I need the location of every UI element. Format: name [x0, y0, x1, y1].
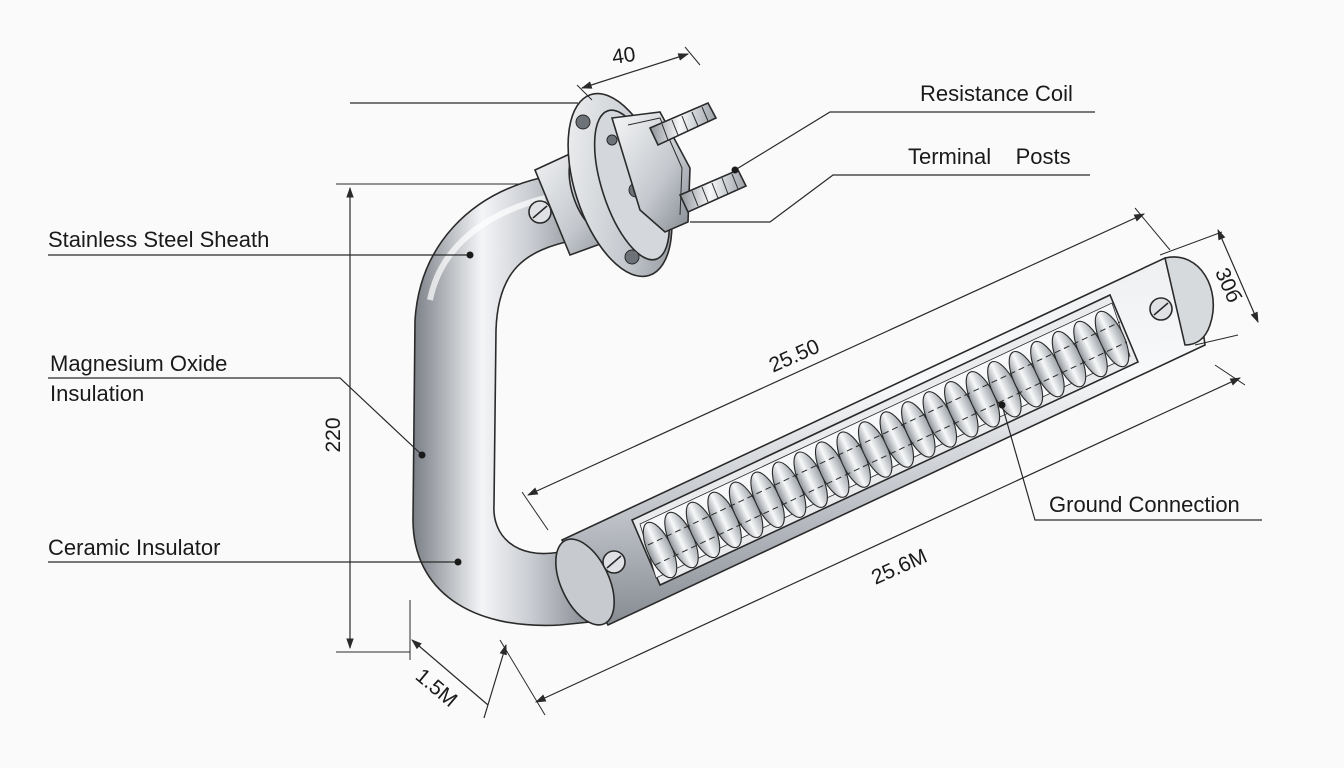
terminal-post-upper: [648, 101, 718, 147]
label-stainless-steel-sheath: Stainless Steel Sheath: [48, 227, 269, 252]
dim-end-diameter: 30б: [1210, 265, 1245, 307]
dim-height: 220: [322, 417, 345, 452]
dim-tube-length-lower: 25.6M: [868, 545, 931, 590]
dim-tube-length-upper: 25.50: [766, 335, 823, 377]
label-magnesium-oxide-line1: Magnesium Oxide: [50, 351, 227, 376]
dimension-lines: [336, 46, 1259, 719]
label-magnesium-oxide-line2: Insulation: [50, 381, 144, 406]
terminal-post-lower: [678, 168, 748, 214]
dim-flange-width: 40: [611, 43, 637, 69]
label-terminal-posts: Terminal Posts: [908, 144, 1071, 169]
label-ground-connection: Ground Connection: [1049, 492, 1240, 517]
label-ceramic-insulator: Ceramic Insulator: [48, 535, 220, 560]
dim-wall-thickness: 1.5M: [411, 664, 462, 712]
terminal-posts: [648, 101, 748, 214]
label-resistance-coil: Resistance Coil: [920, 81, 1073, 106]
